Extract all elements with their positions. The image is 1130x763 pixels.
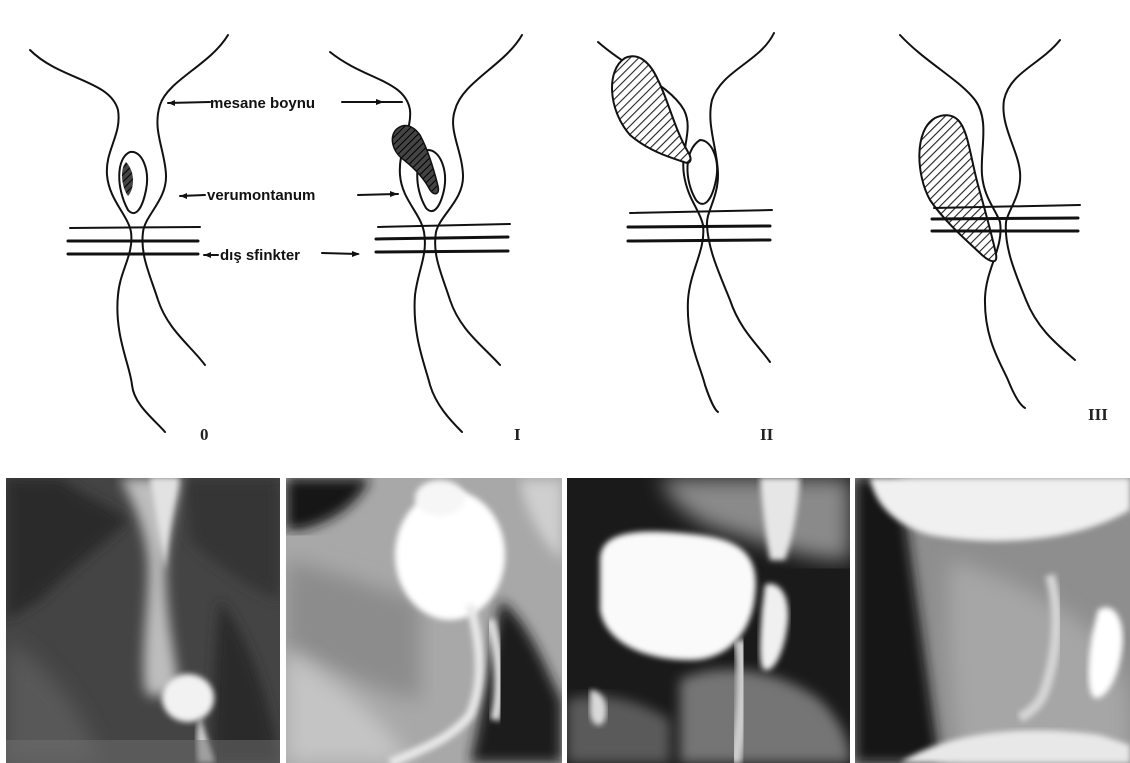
sphincter-line — [628, 226, 770, 227]
diverticulum-grade-2 — [612, 56, 691, 163]
xray-panel-grade-2 — [567, 478, 850, 763]
sphincter-line — [932, 218, 1078, 219]
urethra-right-wall — [1003, 40, 1075, 360]
diagram-grade-1: I — [330, 35, 522, 444]
xray-panel-grade-3 — [855, 478, 1130, 763]
sphincter-line — [628, 240, 770, 241]
diagram-grade-0: 0 — [30, 35, 228, 444]
arrowhead — [168, 100, 175, 106]
xray-panel-grade-1 — [286, 478, 562, 763]
sphincter-line — [630, 210, 772, 213]
urethra-right-wall — [435, 35, 522, 365]
diagram-grade-2: II — [598, 33, 774, 444]
arrowhead — [180, 193, 187, 199]
arrowhead — [204, 252, 211, 258]
arrowhead — [376, 99, 384, 105]
grade-label: I — [514, 425, 521, 444]
label-verumontanum: verumontanum — [207, 187, 315, 204]
label-bladder-neck: mesane boynu — [210, 95, 315, 112]
grade-label: II — [760, 425, 774, 444]
sphincter-line — [378, 224, 510, 227]
urethra-left-wall — [330, 52, 462, 432]
urethra-right-wall — [707, 33, 774, 362]
diverticulum-grade-1 — [392, 126, 438, 194]
diagram-grade-3: III — [900, 35, 1108, 424]
xray-panel-grade-0 — [6, 478, 280, 763]
grade-label: III — [1088, 405, 1108, 424]
sphincter-line — [376, 237, 508, 239]
arrowhead — [390, 191, 398, 197]
verumontanum-shading — [122, 162, 133, 196]
label-external-sphincter: dış sfinkter — [220, 247, 300, 264]
verumontanum-outline — [687, 140, 717, 204]
sphincter-line — [70, 227, 200, 228]
sphincter-line — [376, 251, 508, 252]
anatomy-labels: mesane boynu verumontanum dış sfinkter — [168, 95, 402, 264]
arrowhead — [352, 251, 360, 257]
grade-label: 0 — [200, 425, 209, 444]
